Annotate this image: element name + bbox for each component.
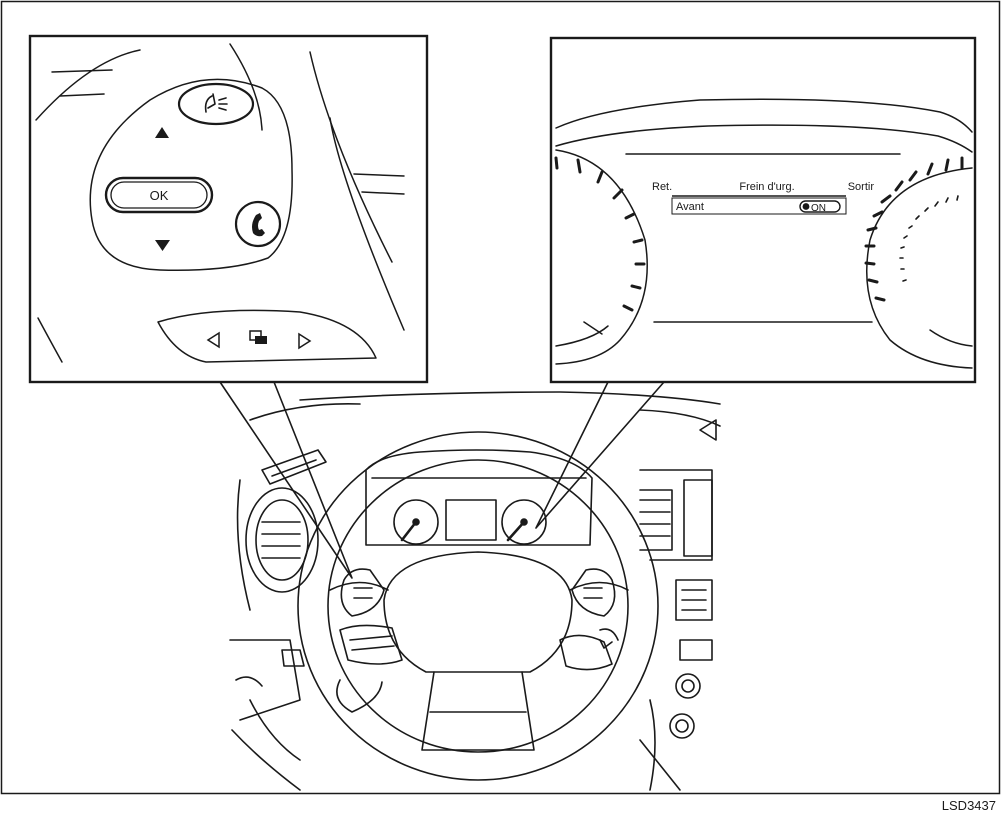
voice-icon — [204, 93, 228, 113]
right-callout-pointer — [535, 381, 665, 529]
right-gauge-inner-ticks — [899, 195, 959, 282]
left-callout-pointer — [219, 381, 353, 579]
menu-back-label[interactable]: Ret. — [652, 181, 672, 193]
right-callout-linework — [555, 98, 973, 369]
callout-pointers — [219, 381, 665, 579]
right-callout: Ret. Frein d'urg. Sortir Avant ON — [549, 36, 977, 384]
menu-title-label: Frein d'urg. — [739, 181, 794, 193]
toggle-value-label: ON — [811, 203, 826, 214]
meter-display-menu: Ret. Frein d'urg. Sortir Avant ON — [652, 181, 875, 215]
left-callout: OK — [28, 34, 429, 384]
figure-code: LSD3437 — [942, 798, 996, 813]
left-callout-linework — [35, 43, 405, 363]
dashboard-scene — [229, 391, 721, 791]
figure-border — [0, 0, 1001, 795]
display-toggle-icon[interactable] — [249, 330, 267, 344]
toggle-knob-icon — [802, 203, 810, 210]
left-arrow-icon[interactable] — [206, 331, 220, 349]
menu-exit-label[interactable]: Sortir — [848, 181, 875, 193]
voice-recognition-button[interactable] — [177, 82, 255, 126]
right-gauge-ticks — [864, 156, 964, 302]
setting-label: Avant — [676, 201, 704, 213]
phone-icon — [252, 213, 265, 237]
right-callout-frame — [549, 36, 977, 384]
down-arrow-icon[interactable] — [155, 240, 170, 251]
ok-button-label: OK — [150, 188, 169, 203]
ok-button[interactable]: OK — [104, 176, 214, 214]
left-gauge-ticks — [554, 156, 646, 312]
setting-row-highlight[interactable] — [671, 197, 847, 215]
right-arrow-icon[interactable] — [298, 332, 312, 350]
up-arrow-icon[interactable] — [155, 127, 169, 138]
setting-toggle[interactable]: ON — [799, 200, 841, 214]
